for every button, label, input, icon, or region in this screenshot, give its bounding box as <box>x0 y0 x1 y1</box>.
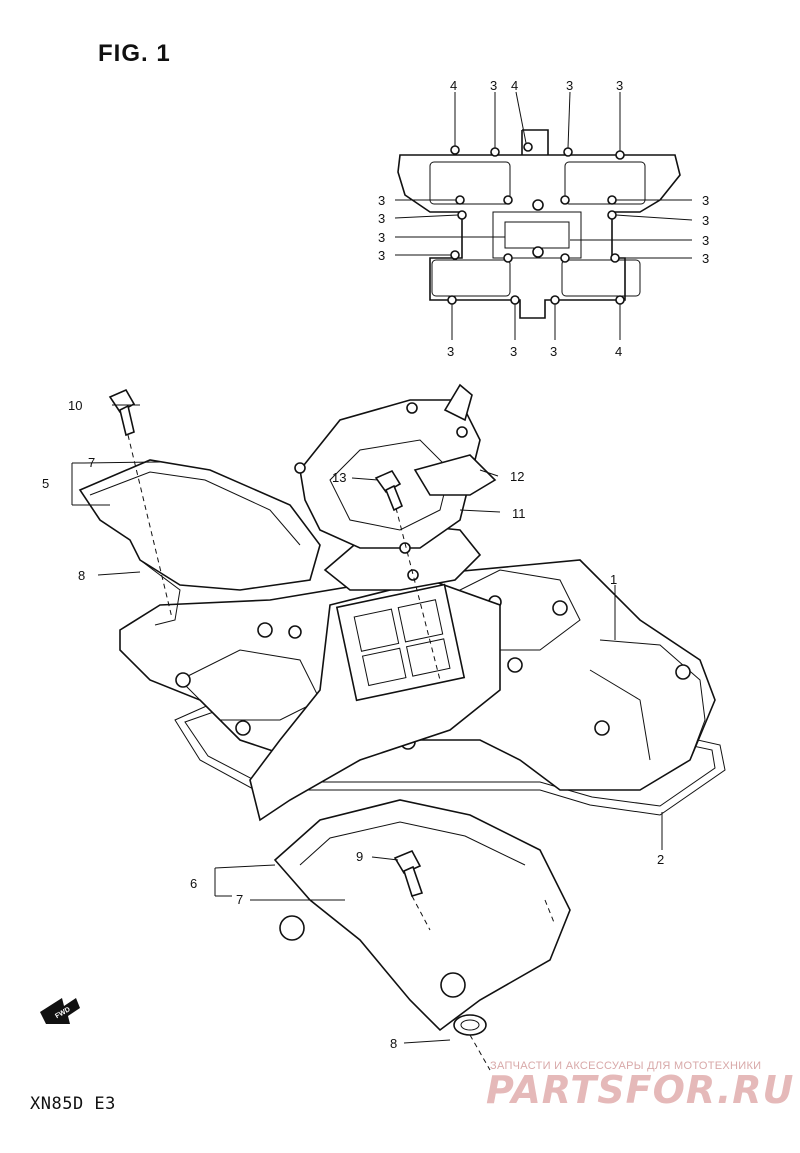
inset-callout-left-2: 3 <box>378 211 385 226</box>
callout-7-top: 7 <box>88 455 95 470</box>
bolt-9 <box>393 849 424 897</box>
inset-callout-right-2: 3 <box>702 213 709 228</box>
callout-9: 9 <box>356 849 363 864</box>
inset-callout-top-3: 4 <box>511 78 518 93</box>
inset-callout-right-1: 3 <box>702 193 709 208</box>
front-cover-left <box>78 459 321 591</box>
breather-nipple <box>443 383 473 422</box>
callout-5: 5 <box>42 476 49 491</box>
inset-callout-bottom-1: 3 <box>447 344 454 359</box>
callout-6: 6 <box>190 876 197 891</box>
inset-callout-bottom-3: 3 <box>550 344 557 359</box>
washer-left <box>279 915 305 941</box>
inset-callout-top-4: 3 <box>566 78 573 93</box>
gasket-ring <box>453 1014 487 1036</box>
callout-10: 10 <box>68 398 82 413</box>
washer-right <box>440 972 466 998</box>
inset-callout-left-3: 3 <box>378 230 385 245</box>
bolt-pattern-inset: 4 3 4 3 3 3 3 3 3 3 3 3 3 3 3 3 4 <box>378 78 709 359</box>
inset-callout-left-1: 3 <box>378 193 385 208</box>
inset-callout-top-2: 3 <box>490 78 497 93</box>
callout-8-top: 8 <box>78 568 85 583</box>
inset-callout-top-5: 3 <box>616 78 623 93</box>
callout-7-bottom: 7 <box>236 892 243 907</box>
inset-callout-right-4: 3 <box>702 251 709 266</box>
watermark-brand: PARTSFOR.RU <box>486 1068 795 1112</box>
breather-tab <box>413 454 497 496</box>
callout-13: 13 <box>332 470 346 485</box>
callout-11: 11 <box>512 506 526 521</box>
inset-callout-bottom-4: 4 <box>615 344 622 359</box>
inset-callout-bottom-2: 3 <box>510 344 517 359</box>
bolt-13 <box>374 469 404 512</box>
callout-2: 2 <box>657 852 664 867</box>
inset-callout-top-1: 4 <box>450 78 457 93</box>
model-code: XN85D E3 <box>30 1094 116 1114</box>
inset-callout-left-4: 3 <box>378 248 385 263</box>
callout-12: 12 <box>510 469 524 484</box>
watermark-tagline: ЗАПЧАСТИ И АКСЕССУАРЫ ДЛЯ МОТОТЕХНИКИ <box>490 1060 762 1072</box>
figure-title: FIG. 1 <box>98 40 171 67</box>
inset-callout-right-3: 3 <box>702 233 709 248</box>
forward-direction-arrow-icon: FWD <box>40 998 80 1024</box>
callout-1: 1 <box>610 572 617 587</box>
callout-8-bottom: 8 <box>390 1036 397 1051</box>
bolt-10 <box>108 388 136 437</box>
